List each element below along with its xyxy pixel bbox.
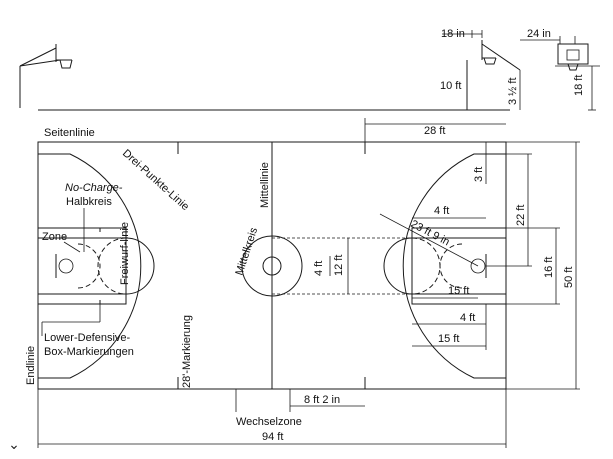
center-circle [241, 235, 303, 297]
dim-16ft: 16 ft [543, 257, 555, 278]
right-free-throw-arc [383, 237, 413, 295]
dim-50ft: 50 ft [563, 267, 575, 288]
label-seitenlinie: Seitenlinie [44, 127, 95, 139]
label-lower-defensive: Lower-Defensive- [44, 332, 131, 344]
dim-15ft-b: 15 ft [438, 333, 459, 345]
label-no-charge: No-Charge- [65, 182, 123, 194]
dim-18in: 18 in [441, 28, 465, 40]
hoop-side-view-left [19, 44, 73, 108]
dim-15ft-a: 15 ft [448, 285, 469, 297]
inner-center-circle [262, 256, 282, 276]
left-key [37, 237, 127, 295]
dim-18ft-side: 18 ft [573, 75, 585, 96]
label-28-markierung: 28'-Markierung [181, 315, 193, 388]
left-free-throw-arc [125, 237, 155, 295]
dim-12ft: 12 ft [333, 255, 345, 276]
left-three-point-line [38, 153, 142, 379]
dim-24in: 24 in [527, 28, 551, 40]
dim-3ft: 3 ft [473, 167, 485, 182]
dim-4ft-circle: 4 ft [313, 261, 325, 276]
right-three-point-line [402, 153, 506, 379]
label-mittellinie: Mittellinie [259, 162, 271, 208]
dim-4ft-low: 4 ft [460, 312, 475, 324]
chevron-down-icon[interactable]: ⌄ [8, 436, 20, 452]
dim-22ft: 22 ft [515, 205, 527, 226]
label-box-markierungen: Box-Markierungen [44, 346, 134, 358]
dim-3-5ft: 3 ½ ft [507, 77, 519, 105]
hoop-side-view-right [442, 30, 600, 111]
label-halbkreis: Halbkreis [66, 196, 112, 208]
dim-8ft2in: 8 ft 2 in [304, 394, 340, 406]
dim-28ft: 28 ft [424, 125, 445, 137]
dim-94ft: 94 ft [262, 431, 283, 443]
label-zone: Zone [42, 231, 67, 243]
dim-10ft: 10 ft [440, 80, 461, 92]
label-endlinie: Endlinie [25, 346, 37, 385]
dimension-lines [37, 118, 580, 448]
court [37, 141, 507, 390]
left-rim [58, 258, 74, 274]
label-freiwurflinie: Freiwurf-linie [119, 222, 131, 285]
dim-4ft-top: 4 ft [434, 205, 449, 217]
label-wechselzone: Wechselzone [236, 416, 302, 428]
right-rim [470, 258, 486, 274]
